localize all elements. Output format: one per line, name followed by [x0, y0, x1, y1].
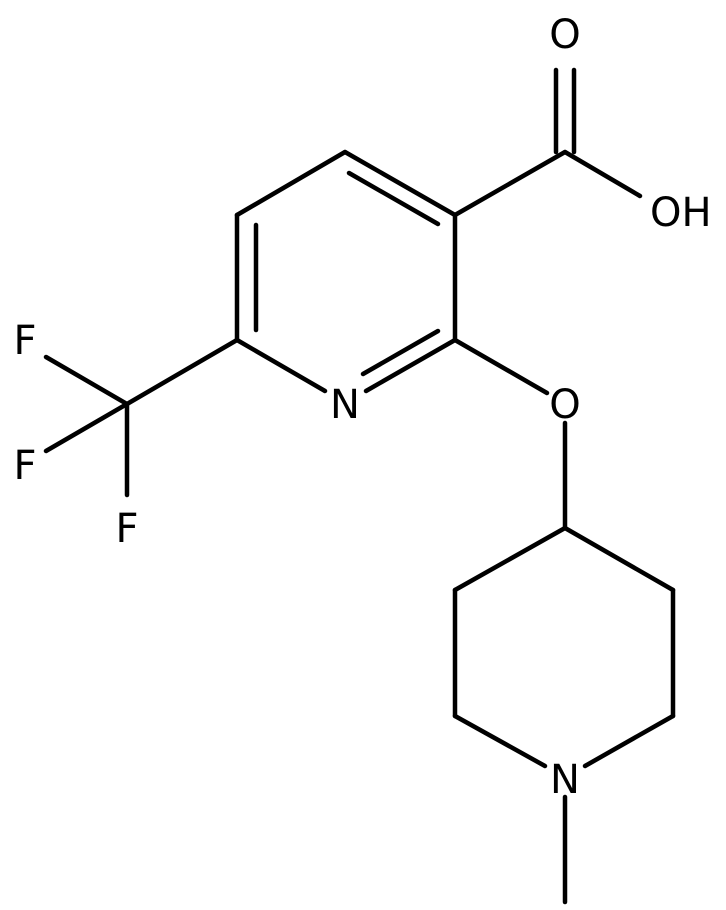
bond-c4-c3	[342, 149, 458, 218]
bond-c2-ether-o	[452, 337, 550, 396]
pyridine-ring	[234, 149, 458, 394]
ether-linkage	[452, 337, 568, 531]
hydroxyl-label: OH	[650, 190, 712, 236]
ring-nitrogen-label: N	[330, 382, 360, 428]
bond-pip-c2r-n	[582, 713, 676, 769]
ether-oxygen-label: O	[549, 382, 580, 428]
bond-c4-c3-inner	[346, 170, 441, 227]
trifluoromethyl-group	[43, 337, 240, 498]
carboxylic-acid-group	[452, 67, 643, 218]
bond-c6-cf3	[124, 337, 240, 407]
fluorine-label-2: F	[13, 443, 36, 489]
bond-pip-n-c2l	[452, 713, 548, 769]
carbonyl-oxygen-label: O	[549, 12, 580, 58]
bond-cf3-f2	[43, 401, 130, 454]
bond-c5-c4	[234, 149, 348, 218]
bond-n1-c6	[234, 337, 328, 394]
bond-c3-carboxyl	[452, 149, 568, 218]
piperidine-ring	[452, 525, 676, 905]
fluorine-label-3: F	[115, 506, 138, 552]
bond-c2-n1-inner	[360, 328, 441, 377]
bond-carboxyl-oh	[562, 149, 643, 199]
piperidine-nitrogen-label: N	[550, 757, 580, 803]
bond-c2-n1	[363, 337, 458, 394]
bond-cf3-f1	[43, 354, 130, 407]
bond-pip-c4-c3r	[562, 525, 676, 593]
bond-pip-c3l-c4	[452, 525, 568, 593]
fluorine-label-1: F	[13, 318, 36, 364]
